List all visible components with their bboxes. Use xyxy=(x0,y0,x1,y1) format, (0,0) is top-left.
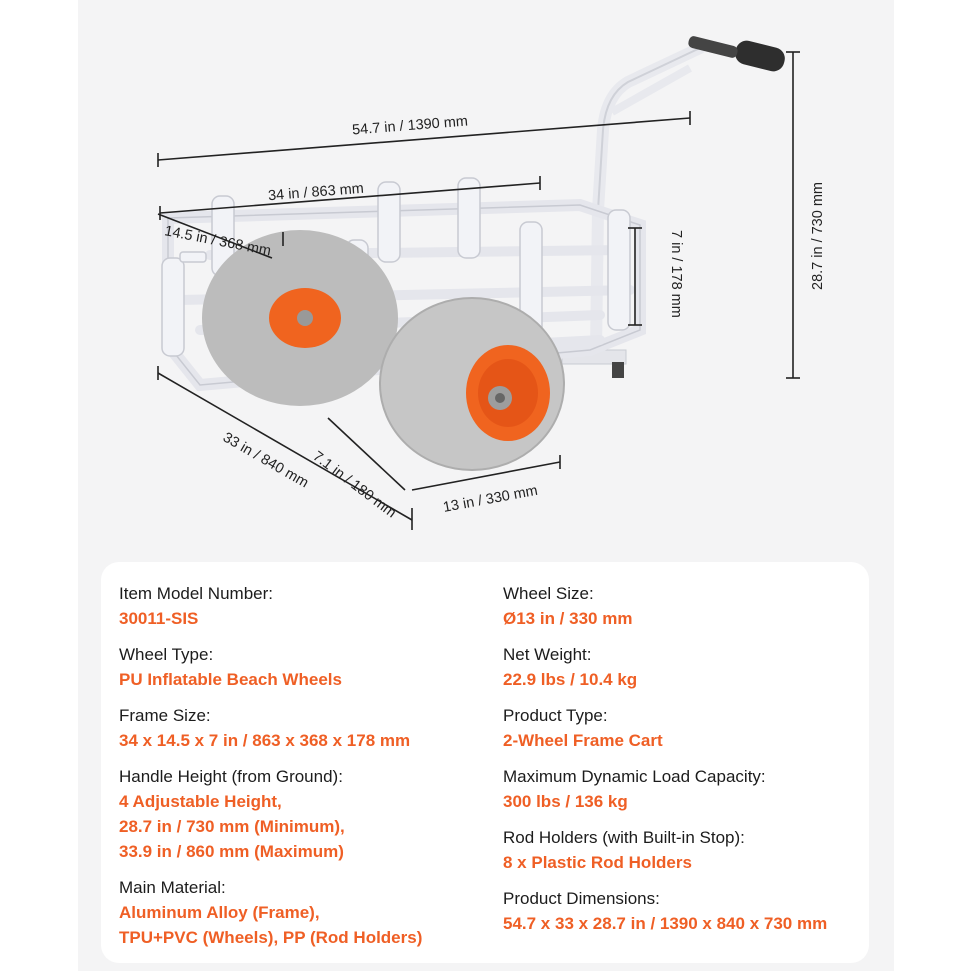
spec-value: PU Inflatable Beach Wheels xyxy=(119,670,342,689)
spec-label: Wheel Type: xyxy=(119,645,214,664)
spec-value: 28.7 in / 730 mm (Minimum), xyxy=(119,817,345,836)
dimension-lines xyxy=(157,51,800,530)
spec-column-left: Item Model Number: 30011-SIS Wheel Type:… xyxy=(119,582,489,962)
spec-item: Maximum Dynamic Load Capacity: 300 lbs /… xyxy=(503,765,863,814)
spec-item: Product Type: 2-Wheel Frame Cart xyxy=(503,704,863,753)
rear-wheel xyxy=(202,230,398,406)
spec-label: Net Weight: xyxy=(503,645,592,664)
handle-grip xyxy=(735,40,785,72)
spec-label: Maximum Dynamic Load Capacity: xyxy=(503,767,766,786)
spec-label: Product Dimensions: xyxy=(503,889,660,908)
spec-value: TPU+PVC (Wheels), PP (Rod Holders) xyxy=(119,928,423,947)
front-wheel xyxy=(379,297,565,471)
spec-card: Item Model Number: 30011-SIS Wheel Type:… xyxy=(101,562,869,963)
dim-total-length: 54.7 in / 1390 mm xyxy=(352,113,469,138)
spec-item: Main Material: Aluminum Alloy (Frame), T… xyxy=(119,876,489,950)
dim-overall-width: 33 in / 840 mm xyxy=(220,430,311,492)
handle xyxy=(592,36,785,216)
spec-item: Rod Holders (with Built-in Stop): 8 x Pl… xyxy=(503,826,863,875)
spec-value: 34 x 14.5 x 7 in / 863 x 368 x 178 mm xyxy=(119,731,411,750)
spec-label: Frame Size: xyxy=(119,706,211,725)
spec-label: Rod Holders (with Built-in Stop): xyxy=(503,828,745,847)
dim-wheel-diameter: 13 in / 330 mm xyxy=(442,483,539,516)
spec-label: Product Type: xyxy=(503,706,608,725)
spec-item: Frame Size: 34 x 14.5 x 7 in / 863 x 368… xyxy=(119,704,489,753)
spec-value: Aluminum Alloy (Frame), xyxy=(119,903,320,922)
dim-handle-height: 28.7 in / 730 mm xyxy=(810,182,826,290)
spec-item: Net Weight: 22.9 lbs / 10.4 kg xyxy=(503,643,863,692)
spec-value: 30011-SIS xyxy=(119,609,199,628)
spec-item: Product Dimensions: 54.7 x 33 x 28.7 in … xyxy=(503,887,863,936)
spec-value: 54.7 x 33 x 28.7 in / 1390 x 840 x 730 m… xyxy=(503,914,828,933)
spec-value: 300 lbs / 136 kg xyxy=(503,792,628,811)
spec-label: Handle Height (from Ground): xyxy=(119,767,343,786)
spec-value: 2-Wheel Frame Cart xyxy=(503,731,663,750)
spec-item: Handle Height (from Ground): 4 Adjustabl… xyxy=(119,765,489,864)
dim-wheel-width: 7.1 in / 180 mm xyxy=(310,448,399,521)
spec-value: Ø13 in / 330 mm xyxy=(503,609,633,628)
spec-label: Main Material: xyxy=(119,878,226,897)
spec-value: 8 x Plastic Rod Holders xyxy=(503,853,692,872)
spec-label: Item Model Number: xyxy=(119,584,273,603)
spec-item: Wheel Size: Ø13 in / 330 mm xyxy=(503,582,863,631)
cart-illustration: 54.7 in / 1390 mm 34 in / 863 mm 14.5 in… xyxy=(157,36,826,530)
dim-basket-height: 7 in / 178 mm xyxy=(668,230,684,318)
spec-item: Wheel Type: PU Inflatable Beach Wheels xyxy=(119,643,489,692)
spec-item: Item Model Number: 30011-SIS xyxy=(119,582,489,631)
spec-column-right: Wheel Size: Ø13 in / 330 mm Net Weight: … xyxy=(503,582,863,948)
spec-label: Wheel Size: xyxy=(503,584,594,603)
spec-value: 22.9 lbs / 10.4 kg xyxy=(503,670,638,689)
spec-value: 33.9 in / 860 mm (Maximum) xyxy=(119,842,344,861)
spec-value: 4 Adjustable Height, xyxy=(119,792,282,811)
dim-basket-length: 34 in / 863 mm xyxy=(268,181,365,204)
